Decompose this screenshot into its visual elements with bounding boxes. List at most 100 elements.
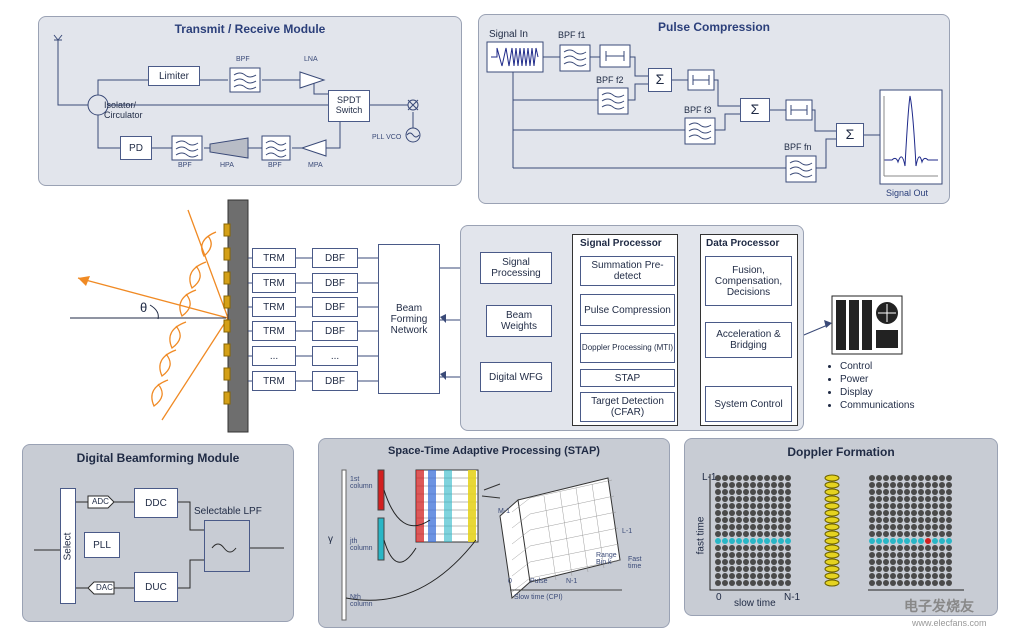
doppler-cell <box>911 531 917 537</box>
doppler-cell <box>715 482 721 488</box>
doppler-cell <box>904 538 910 544</box>
doppler-fft-cell <box>824 579 840 587</box>
doppler-cell <box>925 482 931 488</box>
doppler-cell <box>883 482 889 488</box>
doppler-cell <box>876 545 882 551</box>
doppler-cell <box>771 489 777 495</box>
doppler-cell <box>946 517 952 523</box>
doppler-cell <box>869 531 875 537</box>
doppler-cell <box>771 545 777 551</box>
doppler-cell <box>869 566 875 572</box>
doppler-cell <box>876 538 882 544</box>
trm-bpf-label: BPF <box>236 56 250 63</box>
doppler-cell <box>778 517 784 523</box>
doppler-cell <box>897 580 903 586</box>
doppler-cell <box>890 566 896 572</box>
doppler-cell <box>743 538 749 544</box>
doppler-cell <box>925 517 931 523</box>
doppler-cell <box>932 580 938 586</box>
doppler-cell <box>778 482 784 488</box>
doppler-cell <box>743 496 749 502</box>
stap-colj: jth column <box>350 538 373 552</box>
signal-in-label: Signal In <box>489 29 528 40</box>
doppler-cell <box>883 503 889 509</box>
doppler-cell <box>771 566 777 572</box>
doppler-cell <box>918 580 924 586</box>
doppler-cell <box>743 559 749 565</box>
doppler-cell <box>890 503 896 509</box>
doppler-cell <box>904 482 910 488</box>
doppler-cell <box>939 573 945 579</box>
doppler-cell <box>722 538 728 544</box>
lpf-label: Selectable LPF <box>194 506 262 517</box>
doppler-cell <box>750 524 756 530</box>
doppler-cell <box>946 503 952 509</box>
doppler-cell <box>785 482 791 488</box>
doppler-cell <box>764 517 770 523</box>
doppler-cell <box>715 538 721 544</box>
adc-label: ADC <box>92 497 109 506</box>
doppler-cell <box>890 545 896 551</box>
dbf-box-2: DBF <box>312 273 358 293</box>
doppler-cell <box>946 510 952 516</box>
doppler-cell <box>925 531 931 537</box>
lpf-box <box>204 520 250 572</box>
doppler-cell <box>876 524 882 530</box>
doppler-cell <box>729 510 735 516</box>
system-control-box: System Control <box>705 386 792 422</box>
doppler-cell <box>736 566 742 572</box>
doppler-cell <box>764 552 770 558</box>
stap-box: STAP <box>580 369 675 387</box>
doppler-cell <box>904 580 910 586</box>
doppler-fft-cell <box>824 488 840 496</box>
doppler-cell <box>785 559 791 565</box>
doppler-cell <box>939 482 945 488</box>
doppler-cell <box>932 475 938 481</box>
doppler-cell <box>785 566 791 572</box>
doppler-cell <box>869 510 875 516</box>
doppler-fft-cell <box>824 509 840 517</box>
doppler-cell <box>764 524 770 530</box>
dbf-box-dots: ... <box>312 346 358 366</box>
doppler-cell <box>785 545 791 551</box>
doppler-cell <box>918 552 924 558</box>
doppler-cell <box>939 538 945 544</box>
doppler-cell <box>897 503 903 509</box>
doppler-slow-time: slow time <box>734 598 776 609</box>
doppler-cell <box>932 538 938 544</box>
doppler-cell <box>946 545 952 551</box>
doppler-cell <box>715 580 721 586</box>
sum-1: Σ <box>648 68 672 92</box>
doppler-cell <box>722 496 728 502</box>
stap-slow-time: Slow time (CPI) <box>514 594 563 601</box>
doppler-cell <box>946 496 952 502</box>
doppler-cell <box>904 524 910 530</box>
doppler-cell <box>904 531 910 537</box>
doppler-cell <box>729 489 735 495</box>
doppler-cell <box>904 517 910 523</box>
doppler-cell <box>876 503 882 509</box>
dbf-box-3: DBF <box>312 297 358 317</box>
trm-bpf2-label: BPF <box>178 162 192 169</box>
doppler-cell <box>771 538 777 544</box>
doppler-cell <box>778 489 784 495</box>
doppler-cell <box>890 531 896 537</box>
doppler-cell <box>764 545 770 551</box>
doppler-cell <box>904 566 910 572</box>
stap-zero: 0 <box>508 578 512 585</box>
doppler-cell <box>778 496 784 502</box>
doppler-cell <box>869 489 875 495</box>
dbf-box-4: DBF <box>312 321 358 341</box>
doppler-cell <box>764 566 770 572</box>
bpf-f1-label: BPF f1 <box>558 30 586 40</box>
doppler-cell <box>876 573 882 579</box>
sum-2: Σ <box>740 98 770 122</box>
doppler-cell <box>750 517 756 523</box>
doppler-cell <box>904 496 910 502</box>
doppler-cell <box>778 538 784 544</box>
isolator-label: Isolator/ Circulator <box>104 100 143 120</box>
doppler-cell <box>771 531 777 537</box>
doppler-cell <box>750 552 756 558</box>
doppler-cell <box>904 475 910 481</box>
